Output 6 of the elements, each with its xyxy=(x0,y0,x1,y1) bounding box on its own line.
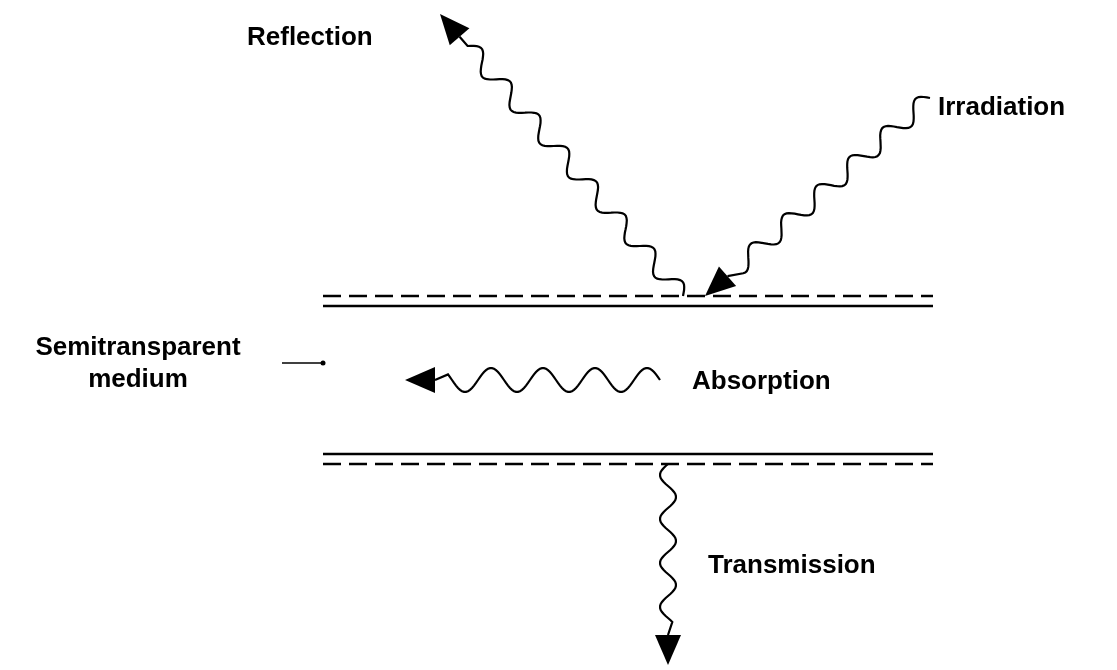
process-label: Reflection xyxy=(247,20,373,52)
leader-line xyxy=(281,360,326,366)
medium-label: Semitransparent medium xyxy=(34,330,242,394)
process-label: Transmission xyxy=(708,548,876,580)
process-label: Irradiation xyxy=(938,90,1066,122)
process-label: Absorption xyxy=(692,364,831,396)
